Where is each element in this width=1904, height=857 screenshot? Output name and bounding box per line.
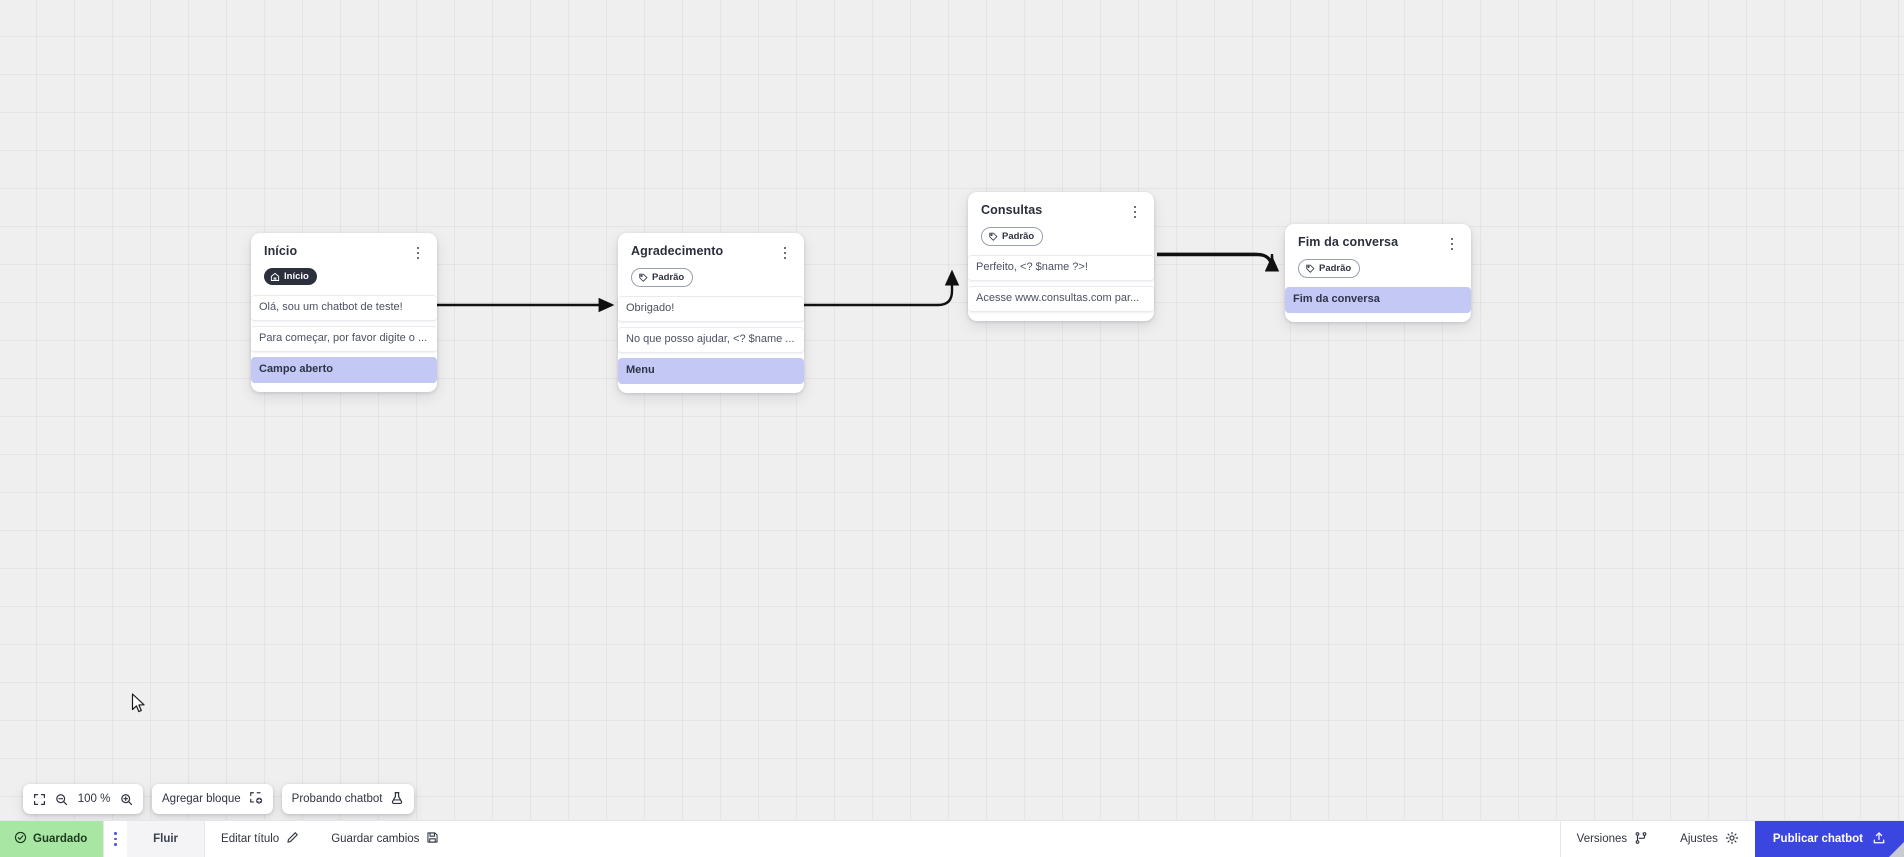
test-chatbot-group: Probando chatbot [281, 784, 415, 814]
node-title: Consultas [981, 203, 1043, 217]
home-icon [270, 272, 280, 282]
flow-tab-label: Fluir [153, 833, 179, 845]
test-chatbot-button[interactable]: Probando chatbot [292, 791, 405, 808]
node-messages: Fim da conversa [1285, 286, 1471, 313]
add-block-group: Agregar bloque [152, 784, 273, 814]
node-header: Fim da conversa [1295, 234, 1461, 252]
node-badge-label: Padrão [652, 272, 685, 283]
zoom-out-icon[interactable] [55, 793, 68, 806]
add-block-button[interactable]: Agregar bloque [162, 791, 263, 808]
connector-edges [437, 252, 1280, 313]
versions-button[interactable]: Versiones [1559, 821, 1665, 857]
gear-icon [1725, 831, 1739, 848]
flow-node-consultas[interactable]: Consultas Padrão Perfeito, <? $name ?>! … [968, 192, 1154, 321]
pencil-icon [286, 831, 299, 847]
node-menu-button[interactable] [411, 245, 425, 261]
save-changes-button[interactable]: Guardar cambios [315, 821, 455, 857]
node-menu-button[interactable] [778, 245, 792, 261]
node-header: Consultas [978, 202, 1144, 220]
upload-icon [1872, 831, 1886, 848]
flow-node-inicio[interactable]: Início Início Olá, sou um chatbot de tes… [251, 233, 437, 392]
statusbar-right: Versiones Ajustes Publicar chatbot [1559, 821, 1904, 857]
statusbar-menu-button[interactable] [103, 821, 127, 857]
node-message[interactable]: No que posso ajudar, <? $name ... [618, 326, 804, 353]
node-messages: Perfeito, <? $name ?>! Acesse www.consul… [968, 254, 1154, 312]
node-message-accent[interactable]: Fim da conversa [1285, 286, 1471, 313]
publish-chatbot-button[interactable]: Publicar chatbot [1754, 821, 1904, 857]
node-badge-label: Padrão [1319, 263, 1352, 274]
flask-icon [390, 791, 404, 808]
node-title: Início [264, 244, 298, 258]
branch-icon [1634, 831, 1648, 848]
node-messages: Olá, sou um chatbot de teste! Para começ… [251, 294, 437, 383]
settings-label: Ajustes [1680, 833, 1718, 845]
tab-fluir[interactable]: Fluir [127, 821, 205, 857]
tag-icon [988, 232, 998, 242]
publish-label: Publicar chatbot [1772, 833, 1863, 845]
resize-corner-handle[interactable] [1889, 842, 1904, 857]
node-message-accent[interactable]: Campo aberto [251, 356, 437, 383]
bottom-status-bar: Guardado Fluir Editar título Guardar cam… [0, 820, 1904, 857]
check-circle-icon [14, 831, 27, 847]
add-block-label: Agregar bloque [162, 793, 241, 805]
node-header: Agradecimento [628, 243, 794, 261]
node-title: Agradecimento [631, 244, 724, 258]
node-message[interactable]: Obrigado! [618, 295, 804, 322]
node-badge-inicio[interactable]: Início [264, 268, 317, 285]
test-chatbot-label: Probando chatbot [291, 793, 383, 805]
statusbar-left: Guardado Fluir Editar título Guardar cam… [0, 821, 455, 857]
node-title: Fim da conversa [1298, 235, 1399, 249]
node-menu-button[interactable] [1445, 236, 1459, 252]
save-changes-label: Guardar cambios [331, 833, 420, 845]
canvas-toolbar: 100 % Agregar bloque Probando chatbot [23, 784, 415, 814]
node-message[interactable]: Para começar, por favor digite o ... [251, 325, 437, 352]
node-badge-padrao[interactable]: Padrão [981, 227, 1044, 246]
saved-status-badge: Guardado [0, 821, 104, 857]
save-icon [426, 831, 439, 847]
node-badge-padrao[interactable]: Padrão [631, 268, 694, 287]
versions-label: Versiones [1576, 833, 1628, 845]
tag-icon [638, 273, 648, 283]
zoom-in-icon[interactable] [120, 793, 133, 806]
node-badge-row: Início [261, 261, 427, 287]
node-badge-padrao[interactable]: Padrão [1298, 259, 1361, 278]
node-message-accent[interactable]: Menu [618, 357, 804, 384]
settings-button[interactable]: Ajustes [1664, 821, 1755, 857]
fit-screen-icon[interactable] [33, 793, 46, 806]
node-message[interactable]: Perfeito, <? $name ?>! [968, 254, 1154, 281]
edit-title-label: Editar título [221, 833, 280, 845]
node-badge-label: Padrão [1002, 231, 1035, 242]
zoom-controls: 100 % [23, 784, 143, 814]
saved-label: Guardado [33, 833, 88, 845]
node-messages: Obrigado! No que posso ajudar, <? $name … [618, 295, 804, 384]
node-badge-label: Início [284, 271, 309, 282]
add-block-icon [249, 791, 263, 808]
flow-node-agradecimento[interactable]: Agradecimento Padrão Obrigado! No que po… [618, 233, 804, 393]
edit-title-button[interactable]: Editar título [204, 821, 315, 857]
flow-node-fim-da-conversa[interactable]: Fim da conversa Padrão Fim da conversa [1285, 224, 1471, 322]
zoom-level-label: 100 % [77, 793, 111, 805]
node-menu-button[interactable] [1128, 204, 1142, 220]
node-badge-row: Padrão [628, 261, 794, 288]
node-message[interactable]: Acesse www.consultas.com par... [968, 285, 1154, 312]
node-message[interactable]: Olá, sou um chatbot de teste! [251, 294, 437, 321]
node-badge-row: Padrão [978, 220, 1144, 247]
node-header: Início [261, 243, 427, 261]
flow-canvas[interactable]: Início Início Olá, sou um chatbot de tes… [0, 0, 1904, 820]
node-badge-row: Padrão [1295, 252, 1461, 279]
tag-icon [1305, 264, 1315, 274]
